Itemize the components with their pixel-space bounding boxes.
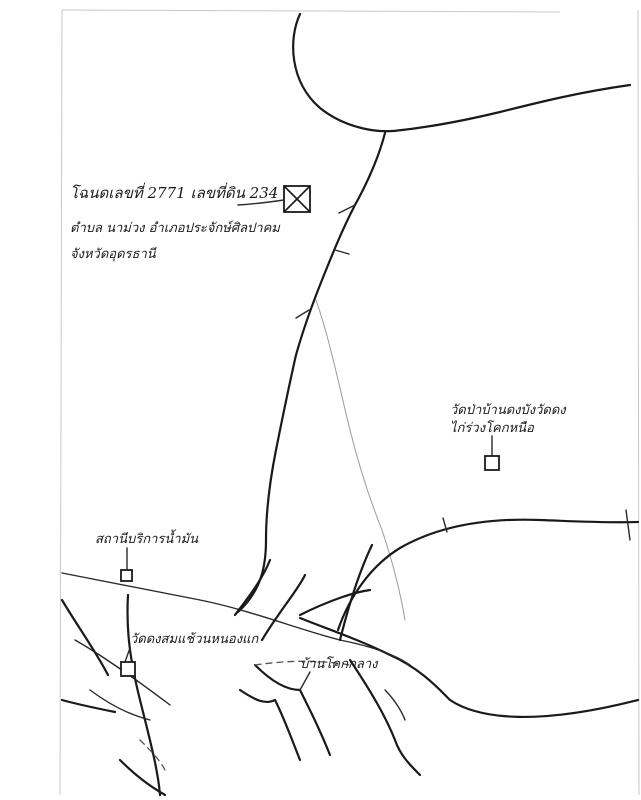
dotted-track-b — [139, 739, 166, 771]
plot-marker-x-icon — [283, 185, 311, 213]
dotted-track-a — [254, 660, 351, 666]
road-tick-2 — [334, 249, 350, 255]
deed-location: ตำบล นาม่วง อำเภอประจักษ์ศิลปาคม — [70, 220, 281, 236]
road-tick-1 — [338, 204, 356, 214]
temple-north-label: วัดป่าบ้านดงบังวัดดง — [450, 403, 567, 418]
scan-left-edge — [59, 9, 63, 796]
square-marker-icon — [120, 569, 133, 582]
deed-province: จังหวัดอุดรธานี — [70, 246, 157, 262]
lower-east-road — [298, 616, 640, 719]
square-marker-icon — [120, 661, 136, 677]
west-road-b — [126, 593, 162, 797]
south-road-d — [348, 658, 422, 777]
center-road-d — [338, 543, 374, 642]
temple-south-label: วัดดงสมแช้วนหนองแก — [130, 632, 259, 647]
east-branch-road — [315, 299, 406, 621]
village-leader — [299, 671, 311, 691]
road-tick-3 — [295, 309, 310, 319]
center-road-c — [298, 588, 372, 617]
road-tick-4 — [442, 517, 448, 533]
west-main-road — [61, 572, 411, 666]
center-road-b — [260, 573, 307, 642]
road-tick-5 — [625, 509, 631, 541]
south-road-e — [238, 688, 277, 704]
south-road-a — [253, 663, 302, 692]
square-marker-icon — [484, 455, 500, 471]
village-label: บ้านโคกกลาง — [300, 656, 379, 672]
gas-station-label: สถานีบริการน้ำมัน — [95, 529, 199, 547]
south-road-f — [384, 689, 406, 721]
west-road-a — [60, 598, 110, 677]
deed-title: โฉนดเลขที่ 2771 เลขที่ดิน 234 — [70, 182, 278, 202]
west-road-d — [60, 698, 117, 714]
scan-top-edge — [61, 9, 561, 13]
south-road-c — [273, 698, 302, 762]
pond-outline — [292, 12, 632, 133]
east-curve-road — [336, 518, 640, 632]
temple-south-leader — [124, 647, 131, 663]
plot-leader-line — [237, 199, 285, 206]
main-road — [236, 131, 387, 614]
temple-north-label-2: ไก่ร่วงโคกหนือ — [450, 420, 535, 436]
scan-right-edge — [637, 9, 640, 796]
west-road-c — [89, 689, 151, 721]
center-road-a — [233, 558, 272, 617]
southwest-road — [118, 758, 167, 797]
south-road-b — [298, 688, 332, 757]
